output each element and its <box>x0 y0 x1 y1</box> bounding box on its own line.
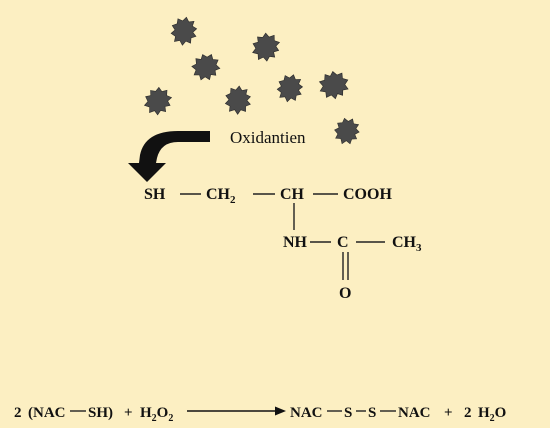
oxidant-burst-icon <box>330 113 365 149</box>
nac-structure: SH CH2 CH COOH NH C CH3 O <box>144 186 422 302</box>
atom-ch3: CH3 <box>392 234 422 254</box>
eq-coef-water: 2 <box>464 405 472 421</box>
eq-product-s-1: S <box>344 405 352 421</box>
oxidant-burst-icon <box>223 84 253 116</box>
oxidant-burst-icon <box>138 81 178 121</box>
eq-h2o2: H2O2 <box>140 405 173 424</box>
eq-product-nac-2: NAC <box>398 405 431 421</box>
reaction-equation: 2 (NAC SH) + H2O2 NAC S S NAC + 2 H2O <box>14 405 506 424</box>
oxidant-burst-icon <box>186 48 225 86</box>
eq-coef-left: 2 <box>14 405 22 421</box>
eq-reaction-arrowhead-icon <box>275 406 286 416</box>
eq-product-s-2: S <box>368 405 376 421</box>
eq-water: H2O <box>478 405 506 424</box>
atom-cooh: COOH <box>343 186 392 203</box>
atom-o: O <box>339 285 351 302</box>
atom-ch2: CH2 <box>206 186 236 206</box>
oxidant-label: Oxidantien <box>230 128 306 147</box>
atom-sh: SH <box>144 186 166 203</box>
atom-nh: NH <box>283 234 308 251</box>
eq-reactant-sh: SH) <box>88 405 113 421</box>
curved-arrow-icon <box>128 131 210 182</box>
oxidant-burst-icon <box>274 71 307 106</box>
atom-c: C <box>337 234 349 251</box>
oxidant-burst-icon <box>314 67 353 104</box>
eq-product-nac-1: NAC <box>290 405 323 421</box>
oxidant-burst-icon <box>168 14 200 48</box>
oxidant-burst-icon <box>246 27 286 67</box>
eq-plus-1: + <box>124 405 133 421</box>
eq-plus-2: + <box>444 405 453 421</box>
atom-ch: CH <box>280 186 305 203</box>
eq-reactant-open: (NAC <box>28 405 66 421</box>
